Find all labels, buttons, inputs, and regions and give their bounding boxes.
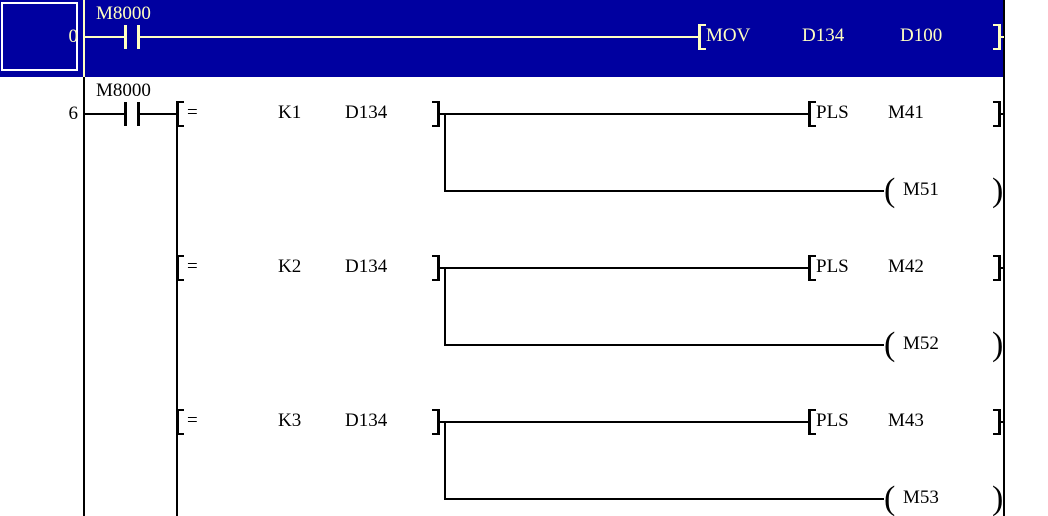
wire-vertical [444,421,446,500]
contact-label: M8000 [96,3,151,24]
coil-m51[interactable]: ( M51 ) [884,171,1004,211]
coil-open-paren-icon: ( [884,326,896,363]
wire-horizontal [444,498,884,500]
pulse-op: PLS [816,410,849,431]
close-bracket-icon [993,24,1001,50]
mov-instruction-block[interactable]: MOV D134 D100 [698,24,1004,51]
coil-device: M52 [903,333,939,354]
open-bracket-icon [176,101,184,127]
compare-op: = [187,410,198,431]
open-bracket-icon [698,24,706,50]
instruction-op: MOV [706,25,751,46]
compare-block-k1[interactable]: = K1 D134 [176,101,441,128]
contact-bar-icon [137,25,140,49]
contact-bar-icon [124,25,127,49]
right-power-rail [1003,0,1005,516]
wire-vertical [444,267,446,346]
wire-horizontal [140,36,698,38]
no-contact-symbol[interactable] [124,102,140,126]
compare-value: K2 [278,256,302,277]
close-bracket-icon [432,101,440,127]
coil-open-paren-icon: ( [884,480,896,516]
wire-horizontal [1001,267,1004,269]
coil-device: M51 [903,179,939,200]
open-bracket-icon [176,409,184,435]
branch-wire-vertical [176,113,178,516]
wire-horizontal [440,113,808,115]
instruction-operand: D100 [900,25,943,46]
coil-close-paren-icon: ) [992,326,1004,363]
wire-horizontal [140,113,176,115]
open-bracket-icon [176,255,184,281]
compare-register: D134 [345,410,388,431]
open-bracket-icon [808,255,816,281]
contact-label: M8000 [96,80,151,101]
wire-horizontal [1001,421,1004,423]
coil-close-paren-icon: ) [992,480,1004,516]
open-bracket-icon [808,101,816,127]
step-number: 0 [68,26,79,47]
selected-rung-highlight [0,0,1003,77]
pls-block-m43[interactable]: PLS M43 [808,409,1004,436]
wire-horizontal [444,344,884,346]
coil-device: M53 [903,487,939,508]
close-bracket-icon [432,255,440,281]
pulse-op: PLS [816,102,849,123]
wire-horizontal [440,421,808,423]
wire-horizontal [444,190,884,192]
pls-block-m42[interactable]: PLS M42 [808,255,1004,282]
no-contact-symbol[interactable] [124,25,140,49]
wire-horizontal [1001,113,1004,115]
pulse-device: M41 [888,102,924,123]
compare-block-k3[interactable]: = K3 D134 [176,409,441,436]
compare-value: K1 [278,102,302,123]
contact-bar-icon [124,102,127,126]
close-bracket-icon [993,409,1001,435]
step-number: 6 [68,103,79,124]
pulse-device: M43 [888,410,924,431]
compare-register: D134 [345,256,388,277]
compare-register: D134 [345,102,388,123]
open-bracket-icon [808,409,816,435]
wire-horizontal [440,267,808,269]
left-power-rail [83,77,85,516]
pulse-device: M42 [888,256,924,277]
contact-bar-icon [137,102,140,126]
pulse-op: PLS [816,256,849,277]
coil-m52[interactable]: ( M52 ) [884,325,1004,365]
compare-op: = [187,256,198,277]
wire-horizontal [1001,36,1004,38]
compare-op: = [187,102,198,123]
coil-close-paren-icon: ) [992,172,1004,209]
coil-open-paren-icon: ( [884,172,896,209]
close-bracket-icon [993,101,1001,127]
wire-vertical [444,113,446,192]
left-power-rail [83,0,85,77]
pls-block-m41[interactable]: PLS M41 [808,101,1004,128]
close-bracket-icon [432,409,440,435]
coil-m53[interactable]: ( M53 ) [884,479,1004,516]
wire-horizontal [85,113,124,115]
compare-block-k2[interactable]: = K2 D134 [176,255,441,282]
selection-cursor [1,2,78,71]
instruction-operand: D134 [802,25,845,46]
close-bracket-icon [993,255,1001,281]
wire-horizontal [85,36,124,38]
compare-value: K3 [278,410,302,431]
